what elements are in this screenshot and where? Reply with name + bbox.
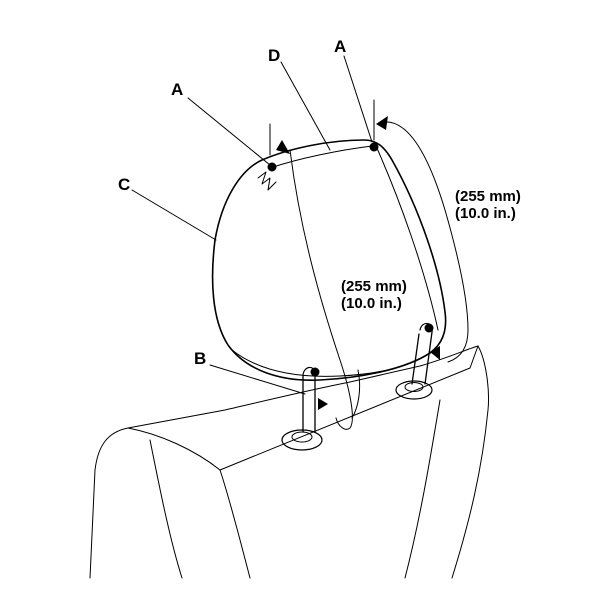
inner-measure-arrow-top: [276, 140, 290, 154]
leader-b: [209, 364, 306, 395]
measurement-outer-mm: (255 mm): [455, 188, 521, 205]
measurement-outer-in: (10.0 in.): [455, 205, 516, 222]
left-guide-sleeve: [281, 429, 323, 451]
label-c: C: [118, 175, 131, 194]
headrest-torn-cover: [257, 171, 277, 191]
seat-back-side: [469, 345, 479, 369]
leader-a-right: [343, 55, 373, 143]
outer-measure-bracket: [383, 121, 469, 363]
headrest-outline: [211, 139, 447, 381]
seat-back-crease-right: [404, 399, 441, 579]
outer-measure-arrow-top: [376, 116, 388, 130]
label-d: D: [268, 46, 281, 65]
clip-a-right: [369, 142, 379, 152]
headrest-side-seam: [375, 145, 439, 331]
clip-b-left: [310, 367, 320, 377]
seat-back-top-edge: [127, 367, 471, 471]
seat-back-shoulder: [219, 469, 251, 579]
measurement-outer: (255 mm) (10.0 in.): [455, 188, 521, 222]
clip-b-right: [424, 323, 434, 333]
leader-a-left: [187, 97, 271, 166]
inner-measure-tail: [351, 369, 361, 419]
label-b: B: [194, 349, 207, 368]
measurement-inner: (255 mm) (10.0 in.): [341, 278, 407, 312]
seat-back-outline: [89, 345, 489, 579]
inner-measure-arrow-bottom: [318, 398, 328, 410]
right-guide-sleeve: [395, 380, 433, 400]
headrest-top-seam: [269, 145, 373, 169]
measurement-inner-mm: (255 mm): [341, 278, 407, 295]
left-stay: [302, 373, 316, 433]
right-guide-sleeve-inner: [404, 382, 424, 392]
headrest-bottom-edge: [231, 349, 433, 377]
label-a-right: A: [334, 37, 347, 56]
leader-d: [280, 61, 331, 151]
seat-back-crease-left: [149, 439, 183, 579]
left-guide-sleeve-inner: [291, 431, 313, 443]
outer-measure-arrow-bottom: [430, 346, 440, 360]
leader-c: [131, 189, 217, 241]
inner-measure-bracket: [289, 149, 353, 430]
right-stay: [411, 331, 433, 385]
label-a-left: A: [171, 80, 184, 99]
measurement-inner-in: (10.0 in.): [341, 295, 402, 312]
